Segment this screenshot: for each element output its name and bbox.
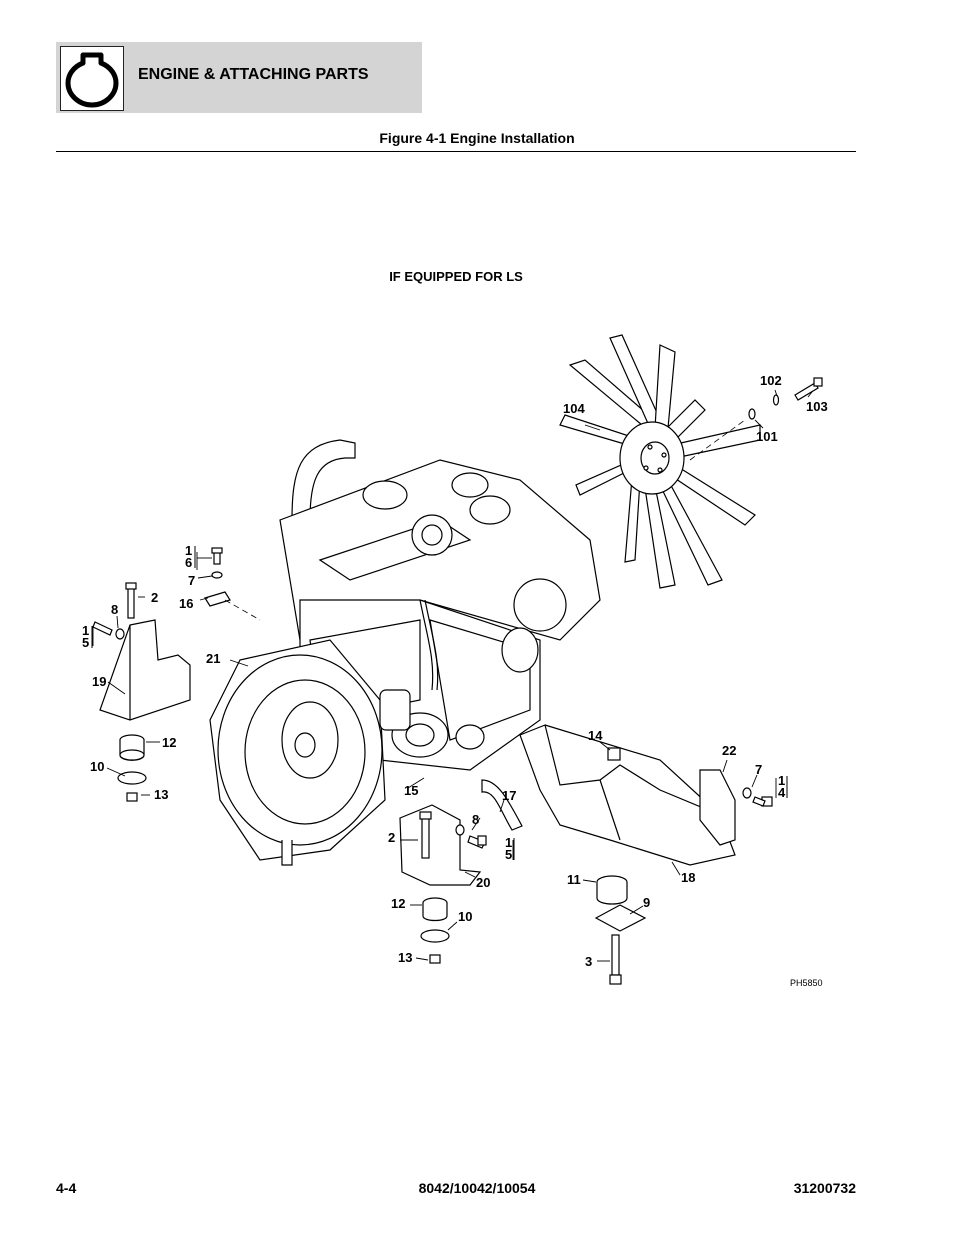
note-text: IF EQUIPPED FOR LS: [389, 269, 523, 284]
fan-assembly: [559, 334, 761, 589]
callout-101: 101: [756, 429, 778, 444]
footer-models: 8042/10042/10054: [418, 1180, 536, 1196]
callout-12-center: 12: [391, 896, 405, 911]
callout-12: 12: [162, 735, 176, 750]
left-mount-bracket: [92, 582, 191, 802]
callout-9: 9: [643, 895, 650, 910]
callout-1-5-bottom: 5: [82, 635, 89, 650]
callout-brackets: [91, 546, 788, 860]
footer-doc-number: 31200732: [793, 1180, 856, 1196]
figure-title: Figure 4-1 Engine Installation: [379, 130, 575, 146]
leader-lines: [92, 389, 813, 962]
callout-labels: 1 6 7 16 2 8 1 5 21 19 12 10 13 104 102 …: [82, 373, 828, 969]
right-mount-bracket: [519, 724, 773, 985]
engine-icon: [60, 46, 124, 111]
callout-103: 103: [806, 399, 828, 414]
callout-1-6-bottom: 6: [185, 555, 192, 570]
callout-13-center: 13: [398, 950, 412, 965]
callout-16: 16: [179, 596, 193, 611]
callout-18: 18: [681, 870, 695, 885]
callout-8: 8: [111, 602, 118, 617]
callout-8-center: 8: [472, 812, 479, 827]
engine-block: [209, 439, 601, 866]
callout-11: 11: [567, 872, 581, 887]
callout-1-4-top: 1: [778, 773, 785, 788]
fan-hardware: [748, 377, 823, 420]
callout-1-5-top: 1: [82, 623, 89, 638]
clamp-hardware: [204, 547, 231, 607]
callout-7-right: 7: [755, 762, 762, 777]
callout-102: 102: [760, 373, 782, 388]
section-title: ENGINE & ATTACHING PARTS: [138, 66, 369, 83]
callout-10-center: 10: [458, 909, 472, 924]
callout-1-4-bottom: 4: [778, 785, 786, 800]
callout-19: 19: [92, 674, 106, 689]
callout-7: 7: [188, 573, 195, 588]
center-mount-bracket: [399, 804, 487, 964]
callout-1-5-center-bottom: 5: [505, 847, 512, 862]
callout-13: 13: [154, 787, 168, 802]
callout-22: 22: [722, 743, 736, 758]
callout-2: 2: [151, 590, 158, 605]
callout-2-center: 2: [388, 830, 395, 845]
callout-14: 14: [588, 728, 603, 743]
callout-1-6-top: 1: [185, 543, 192, 558]
callout-20: 20: [476, 875, 490, 890]
callout-15: 15: [404, 783, 418, 798]
drawing-id: PH5850: [790, 978, 823, 988]
callout-1-5-center-top: 1: [505, 835, 512, 850]
callout-21: 21: [206, 651, 220, 666]
callout-104: 104: [563, 401, 585, 416]
callout-17: 17: [502, 788, 516, 803]
section-header: ENGINE & ATTACHING PARTS: [56, 42, 422, 113]
callout-3: 3: [585, 954, 592, 969]
callout-10: 10: [90, 759, 104, 774]
header-divider: [56, 151, 856, 152]
footer-page-number: 4-4: [56, 1180, 77, 1196]
